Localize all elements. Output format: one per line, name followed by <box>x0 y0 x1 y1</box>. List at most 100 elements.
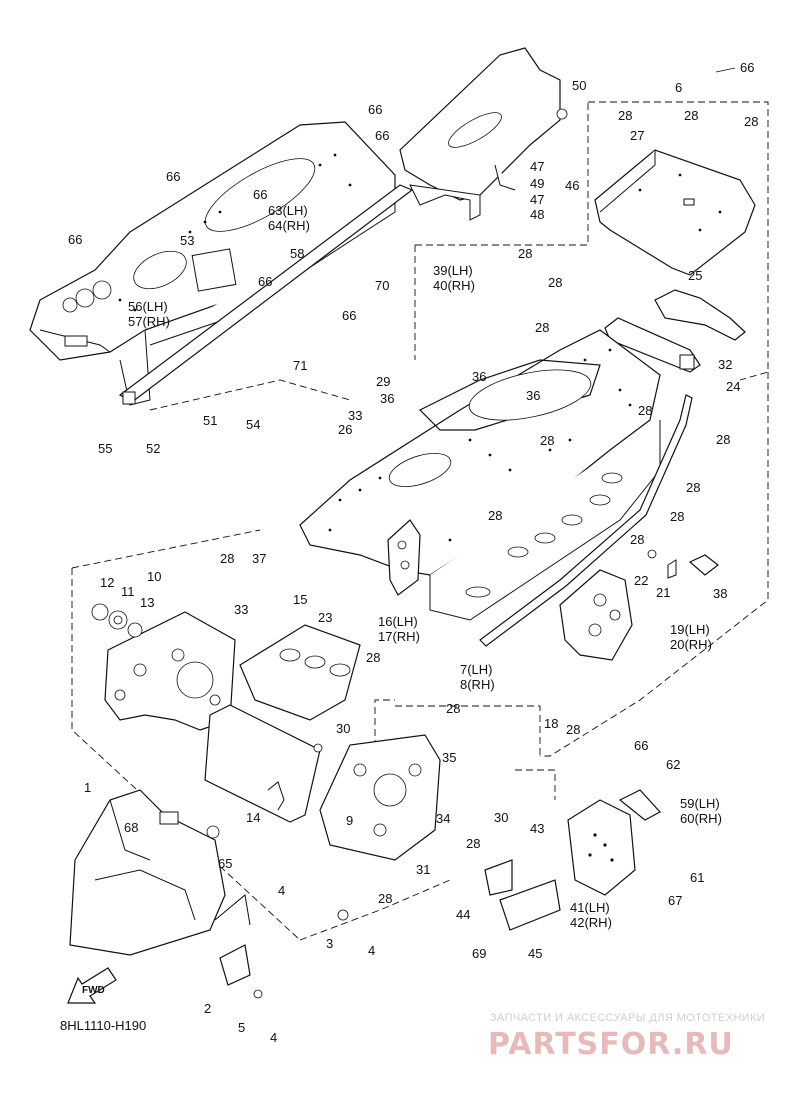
callout-1: 1 <box>84 780 91 795</box>
front-bulkhead-9 <box>319 734 441 861</box>
callout-28: 28 <box>378 891 392 906</box>
cooler-14 <box>204 704 321 823</box>
callout-53: 53 <box>180 233 194 248</box>
seat-mount-plate <box>594 149 756 276</box>
callout-30: 30 <box>336 721 350 736</box>
callout-36: 36 <box>472 369 486 384</box>
callout-28: 28 <box>670 509 684 524</box>
callout-67: 67 <box>668 893 682 908</box>
callout-50: 50 <box>572 78 586 93</box>
callout-28: 28 <box>630 532 644 547</box>
bracket-59-60 <box>618 789 661 821</box>
callout-61: 61 <box>690 870 704 885</box>
callout-42-rh: 42(RH) <box>570 915 612 930</box>
fwd-arrow: FWD <box>67 967 117 1004</box>
callout-38: 38 <box>713 586 727 601</box>
callout-33: 33 <box>348 408 362 423</box>
callout-66: 66 <box>166 169 180 184</box>
callout-11: 11 <box>121 584 135 599</box>
callout-15: 15 <box>293 592 307 607</box>
bracket-19-20 <box>559 569 633 661</box>
callout-66: 66 <box>740 60 754 75</box>
watermark-brand: PARTSFOR.RU <box>488 1027 734 1062</box>
bulkhead-left <box>104 611 236 731</box>
callout-25: 25 <box>688 268 702 283</box>
callout-29: 29 <box>376 374 390 389</box>
callout-24: 24 <box>726 379 740 394</box>
callout-44: 44 <box>456 907 470 922</box>
tunnel-rivets <box>328 348 632 542</box>
callout-2: 2 <box>204 1001 211 1016</box>
callout-10: 10 <box>147 569 161 584</box>
callout-31: 31 <box>416 862 430 877</box>
callout-55: 55 <box>98 441 112 456</box>
callout-4: 4 <box>368 943 375 958</box>
callout-7-lh: 7(LH) <box>460 662 493 677</box>
diagram-code: 8HL1110-H190 <box>60 1018 146 1033</box>
callout-40-rh: 40(RH) <box>433 278 475 293</box>
callout-18: 18 <box>544 716 558 731</box>
callout-28: 28 <box>220 551 234 566</box>
callout-52: 52 <box>146 441 160 456</box>
callout-12: 12 <box>100 575 114 590</box>
callout-66: 66 <box>634 738 648 753</box>
seat-rail-top <box>399 47 568 221</box>
callout-46: 46 <box>565 178 579 193</box>
callout-28: 28 <box>618 108 632 123</box>
callout-66: 66 <box>342 308 356 323</box>
callout-47: 47 <box>530 159 544 174</box>
callout-28: 28 <box>638 403 652 418</box>
callout-43: 43 <box>530 821 544 836</box>
callout-58: 58 <box>290 246 304 261</box>
callout-37: 37 <box>252 551 266 566</box>
callout-26: 26 <box>338 422 352 437</box>
front-frame-1 <box>69 789 251 956</box>
callout-45: 45 <box>528 946 542 961</box>
callout-68: 68 <box>124 820 138 835</box>
callout-64-rh: 64(RH) <box>268 218 310 233</box>
callout-17-rh: 17(RH) <box>378 629 420 644</box>
callout-21: 21 <box>656 585 670 600</box>
heat-exchanger-15 <box>239 624 361 721</box>
callout-30: 30 <box>494 810 508 825</box>
callout-54: 54 <box>246 417 260 432</box>
callout-63-lh: 63(LH) <box>268 203 308 218</box>
callout-41-lh: 41(LH) <box>570 900 610 915</box>
callout-28: 28 <box>540 433 554 448</box>
callout-28: 28 <box>548 275 562 290</box>
group-outlines <box>71 101 769 941</box>
main-tunnel <box>299 329 661 621</box>
callout-66: 66 <box>368 102 382 117</box>
callout-32: 32 <box>718 357 732 372</box>
callout-49: 49 <box>530 176 544 191</box>
callout-39-lh: 39(LH) <box>433 263 473 278</box>
callout-70: 70 <box>375 278 389 293</box>
callout-3: 3 <box>326 936 333 951</box>
callout-28: 28 <box>488 508 502 523</box>
small-bottom-parts <box>159 743 561 999</box>
callout-28: 28 <box>518 246 532 261</box>
callout-27: 27 <box>630 128 644 143</box>
callout-22: 22 <box>634 573 648 588</box>
callout-13: 13 <box>140 595 154 610</box>
callout-57-rh: 57(RH) <box>128 314 170 329</box>
callout-51: 51 <box>203 413 217 428</box>
callout-59-lh: 59(LH) <box>680 796 720 811</box>
tunnel-slots <box>465 472 623 598</box>
callout-8-rh: 8(RH) <box>460 677 495 692</box>
callout-6: 6 <box>675 80 682 95</box>
callout-28: 28 <box>686 480 700 495</box>
callout-56-lh: 56(LH) <box>128 299 168 314</box>
callout-28: 28 <box>466 836 480 851</box>
watermark-logo: ЗАПЧАСТИ И АКСЕССУАРЫ ДЛЯ МОТОТЕХНИКИ PA… <box>488 1012 765 1062</box>
bracket-16-17 <box>387 519 421 596</box>
callout-9: 9 <box>346 813 353 828</box>
rear-frame-panel <box>29 121 396 406</box>
callout-4: 4 <box>278 883 285 898</box>
callout-34: 34 <box>436 811 450 826</box>
callout-28: 28 <box>446 701 460 716</box>
callout-60-rh: 60(RH) <box>680 811 722 826</box>
bracket-41-42 <box>567 799 636 896</box>
slide-rail <box>479 394 693 647</box>
